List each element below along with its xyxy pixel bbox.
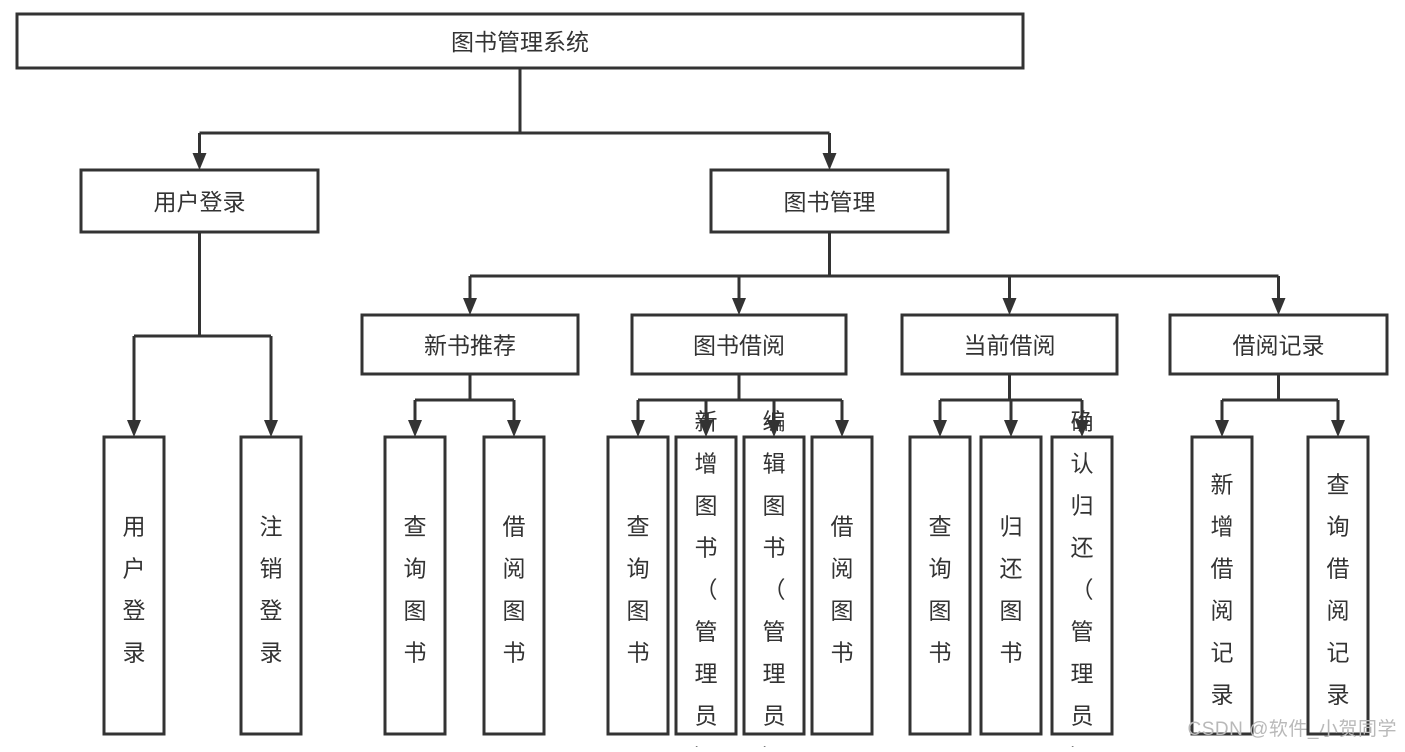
arrow-head-icon (835, 420, 849, 437)
node-n-new-book-rec-box[interactable] (360, 313, 580, 376)
arrow-head-icon (408, 420, 422, 437)
node-l-add-book[interactable]: 新增图书（管理员） (674, 408, 738, 752)
arrow-head-icon (1331, 420, 1345, 437)
arrow-head-icon (1075, 420, 1089, 437)
node-l-logout-box[interactable] (239, 435, 303, 736)
node-n-borrow-record-box[interactable] (1168, 313, 1389, 376)
arrow-head-icon (732, 298, 746, 315)
node-l-user-login[interactable]: 用户登录 (102, 435, 166, 736)
edge-group (463, 232, 1286, 315)
node-l-user-login-label: 用户登录 (123, 513, 146, 665)
arrow-head-icon (463, 298, 477, 315)
node-n-book-manage[interactable]: 图书管理 (709, 168, 950, 234)
node-n-new-book-rec[interactable]: 新书推荐 (360, 313, 580, 376)
arrow-head-icon (631, 420, 645, 437)
node-l-borrow-book-2[interactable]: 借阅图书 (810, 435, 874, 736)
node-l-query-book-1-box[interactable] (383, 435, 447, 736)
arrow-head-icon (507, 420, 521, 437)
node-n-user-login[interactable]: 用户登录 (79, 168, 320, 234)
node-n-book-borrow-box[interactable] (630, 313, 848, 376)
node-l-borrow-book-1[interactable]: 借阅图书 (482, 435, 546, 736)
node-l-user-login-box[interactable] (102, 435, 166, 736)
node-n-current-borrow-label: 当前借阅 (964, 333, 1056, 359)
node-n-new-book-rec-label: 新书推荐 (424, 333, 516, 359)
node-l-add-record-label: 新增借阅记录 (1211, 471, 1234, 707)
node-l-logout-label: 注销登录 (260, 513, 283, 665)
node-l-confirm-return-label: 确认归还（管理员） (1071, 408, 1094, 747)
node-l-query-book-2-label: 查询图书 (627, 513, 650, 665)
arrow-head-icon (1271, 298, 1286, 315)
node-n-user-login-box[interactable] (79, 168, 320, 234)
arrow-head-icon (1004, 420, 1018, 437)
node-l-query-book-2-box[interactable] (606, 435, 670, 736)
arrow-head-icon (264, 420, 278, 437)
node-l-query-book-3-label: 查询图书 (929, 513, 952, 665)
node-l-return-book-box[interactable] (979, 435, 1043, 736)
node-l-return-book-label: 归还图书 (1000, 513, 1023, 665)
node-root-label: 图书管理系统 (451, 29, 589, 55)
node-root-box[interactable] (15, 12, 1025, 70)
node-l-edit-book-box[interactable] (742, 435, 806, 736)
node-n-user-login-label: 用户登录 (154, 189, 246, 215)
arrow-head-icon (127, 420, 141, 437)
arrow-head-icon (699, 420, 713, 437)
node-root[interactable]: 图书管理系统 (15, 12, 1025, 70)
node-n-book-manage-box[interactable] (709, 168, 950, 234)
node-l-add-record-box[interactable] (1190, 435, 1254, 736)
node-l-query-book-3-box[interactable] (908, 435, 972, 736)
arrow-head-icon (822, 153, 837, 170)
node-l-query-book-3[interactable]: 查询图书 (908, 435, 972, 736)
node-l-query-record[interactable]: 查询借阅记录 (1306, 435, 1370, 736)
arrow-head-icon (767, 420, 781, 437)
arrow-head-icon (1002, 298, 1017, 315)
node-n-book-borrow-label: 图书借阅 (693, 333, 785, 359)
arrow-head-icon (192, 153, 207, 170)
node-l-borrow-book-2-box[interactable] (810, 435, 874, 736)
node-l-query-book-1[interactable]: 查询图书 (383, 435, 447, 736)
node-l-query-book-1-label: 查询图书 (404, 513, 427, 665)
node-l-return-book[interactable]: 归还图书 (979, 435, 1043, 736)
node-layer: 图书管理系统用户登录图书管理新书推荐图书借阅当前借阅借阅记录用户登录注销登录查询… (15, 12, 1389, 752)
node-l-query-record-label: 查询借阅记录 (1327, 471, 1350, 707)
node-l-add-book-label: 新增图书（管理员） (695, 408, 718, 747)
edge-group (127, 232, 278, 437)
edge-group (1215, 374, 1345, 437)
node-l-logout[interactable]: 注销登录 (239, 435, 303, 736)
node-l-add-book-box[interactable] (674, 435, 738, 736)
node-l-borrow-book-1-box[interactable] (482, 435, 546, 736)
node-n-borrow-record[interactable]: 借阅记录 (1168, 313, 1389, 376)
edge-group (631, 374, 849, 437)
arrow-head-icon (1215, 420, 1229, 437)
connector-layer (127, 68, 1345, 437)
node-l-query-book-2[interactable]: 查询图书 (606, 435, 670, 736)
node-l-confirm-return-box[interactable] (1050, 435, 1114, 736)
node-n-current-borrow[interactable]: 当前借阅 (900, 313, 1119, 376)
edge-group (408, 374, 521, 437)
node-n-book-borrow[interactable]: 图书借阅 (630, 313, 848, 376)
node-l-edit-book[interactable]: 编辑图书（管理员） (742, 408, 806, 752)
edge-group (933, 374, 1089, 437)
node-l-confirm-return[interactable]: 确认归还（管理员） (1050, 408, 1114, 752)
arrow-head-icon (933, 420, 947, 437)
node-n-book-manage-label: 图书管理 (784, 189, 876, 215)
node-l-borrow-book-2-label: 借阅图书 (831, 513, 854, 665)
node-n-current-borrow-box[interactable] (900, 313, 1119, 376)
node-l-edit-book-label: 编辑图书（管理员） (763, 408, 786, 747)
node-l-query-record-box[interactable] (1306, 435, 1370, 736)
node-l-borrow-book-1-label: 借阅图书 (503, 513, 526, 665)
node-n-borrow-record-label: 借阅记录 (1233, 333, 1325, 359)
node-l-add-record[interactable]: 新增借阅记录 (1190, 435, 1254, 736)
edge-group (192, 68, 837, 170)
